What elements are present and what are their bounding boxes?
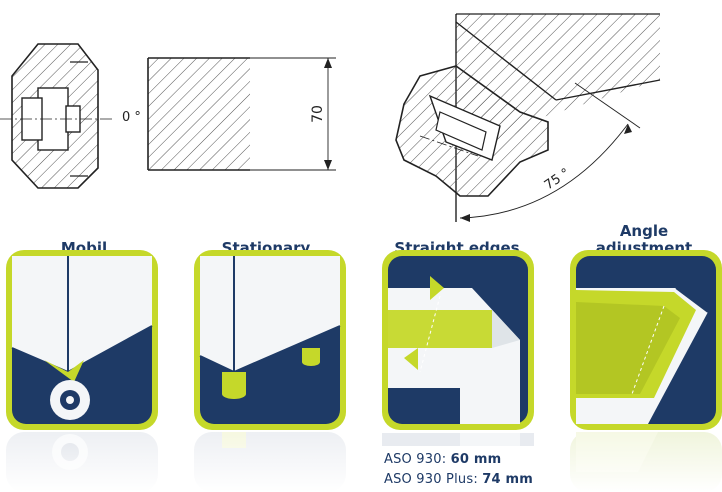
spec-aso-930-plus: ASO 930 Plus: 74 mm [384, 472, 533, 487]
height-dimension-label: 70 [310, 105, 326, 123]
angle-zero-label: 0 ° [122, 110, 141, 125]
reflection-angle-adjustment [568, 432, 722, 492]
reflection-mobil [4, 432, 160, 492]
tile-straight-edges [382, 250, 534, 430]
spec-aso-930: ASO 930: 60 mm [384, 452, 501, 467]
spec-value: 60 mm [450, 452, 502, 467]
spec-value: 74 mm [482, 472, 533, 487]
spec-model: ASO 930 Plus: [384, 472, 478, 487]
reflection-straight-edges [380, 432, 536, 446]
technical-drawing: 0 ° 70 75 ° [0, 13, 661, 222]
profile-section-left [0, 43, 112, 189]
tile-mobil [6, 250, 158, 430]
angle-tilt-label: 75 ° [542, 166, 573, 194]
tile-angle-adjustment [570, 250, 722, 430]
reflection-stationary [192, 432, 348, 492]
spec-model: ASO 930: [384, 452, 447, 467]
tile-stationary [194, 250, 346, 430]
block-section-straight [147, 57, 336, 171]
profile-section-tilted [395, 65, 549, 197]
label-angle-line1: Angle [619, 222, 669, 240]
